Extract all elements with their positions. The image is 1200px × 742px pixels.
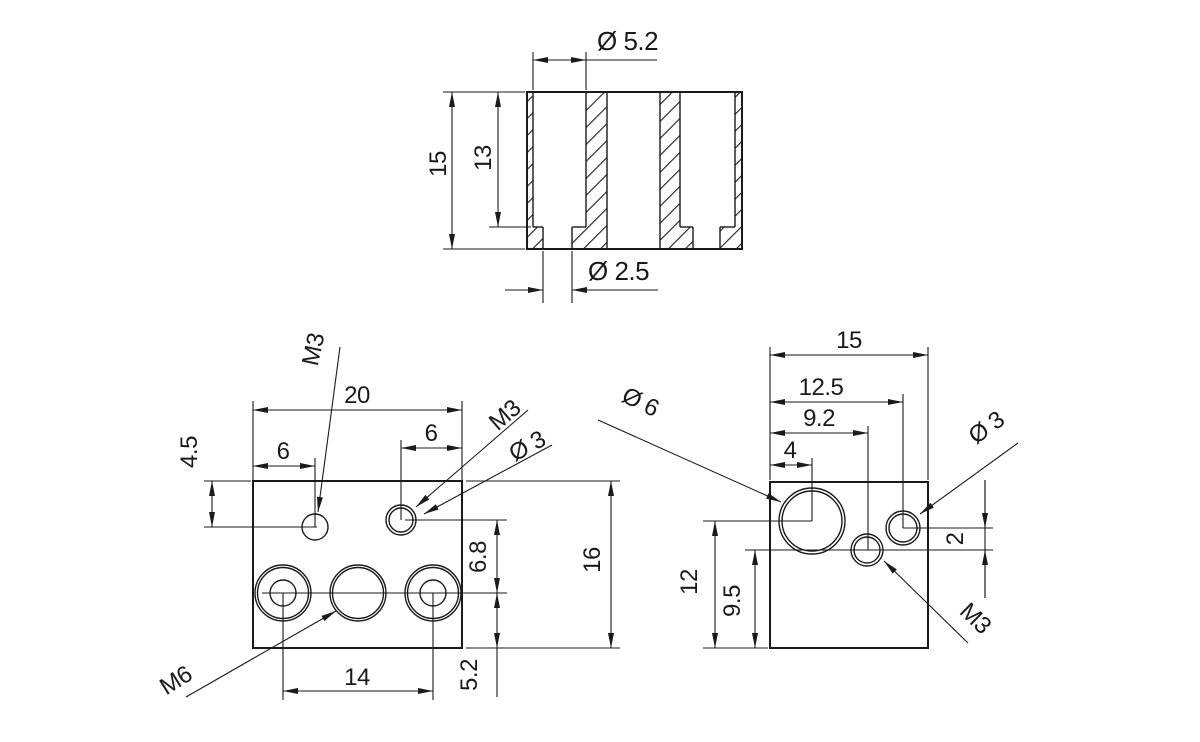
side-body	[769, 481, 929, 649]
section-extension-lines	[443, 52, 657, 303]
front-outline	[252, 480, 463, 649]
label-front-m3-left: M3	[297, 331, 330, 368]
dim-section-overall-height: 15	[425, 151, 452, 177]
dim-side-small-hole-offset: 12.5	[799, 374, 844, 401]
label-side-dia3: Ø 3	[964, 406, 1010, 450]
dim-front-top-hole-drop: 4.5	[176, 436, 203, 468]
side-outline	[769, 481, 929, 649]
dim-front-overall-width: 20	[344, 382, 370, 409]
dim-side-large-hole-height: 12	[676, 569, 703, 595]
hatch-left-wall	[527, 92, 543, 249]
front-dimensions: 20 6 6 4.5 M3 M3 Ø 3 6.8 16 5.2 14 M6	[155, 331, 620, 701]
hatch-mid-right-wall	[660, 92, 693, 249]
section-body	[526, 91, 743, 250]
front-dim-lines	[209, 407, 614, 694]
section-dimensions: Ø 5.2 15 13 Ø 2.5	[425, 26, 659, 303]
front-centerlines	[262, 440, 507, 700]
section-bore-lines	[532, 92, 736, 249]
dim-front-right-hole-offset: 6	[425, 420, 438, 447]
dim-front-row-gap: 6.8	[465, 541, 492, 573]
dim-front-overall-height: 16	[579, 547, 606, 573]
dim-section-through-hole: Ø 2.5	[588, 256, 649, 286]
dim-front-bottom-hole-pitch: 14	[344, 664, 370, 691]
section-outline	[526, 91, 743, 250]
front-extension-lines	[204, 401, 620, 697]
dim-side-m3-hole-offset: 9.2	[803, 405, 835, 432]
label-front-m3-right: M3	[484, 394, 526, 436]
side-dim-lines	[712, 352, 988, 648]
dim-front-bottom-row-height: 5.2	[456, 659, 483, 691]
side-view: 15 12.5 9.2 4 Ø 6 Ø 3 2 12 9.5 M3	[597, 327, 1019, 649]
side-dimensions: 15 12.5 9.2 4 Ø 6 Ø 3 2 12 9.5 M3	[597, 327, 1019, 649]
hatch-right-wall	[720, 92, 742, 249]
side-centerlines	[703, 394, 993, 551]
section-view: Ø 5.2 15 13 Ø 2.5	[425, 26, 743, 303]
dim-side-overall-depth: 15	[836, 327, 862, 354]
dim-side-m3-hole-height: 9.5	[719, 585, 746, 617]
dim-section-bore-diameter: Ø 5.2	[597, 26, 658, 56]
label-side-m3: M3	[954, 598, 996, 640]
label-front-dia3: Ø 3	[505, 426, 551, 468]
dim-front-left-hole-offset: 6	[277, 438, 290, 465]
front-view: 20 6 6 4.5 M3 M3 Ø 3 6.8 16 5.2 14 M6	[155, 331, 620, 701]
side-leader-lines	[597, 419, 1019, 644]
label-side-dia6: Ø 6	[618, 382, 663, 423]
dim-side-hole-gap: 2	[942, 532, 969, 545]
section-dim-lines	[449, 57, 658, 293]
hatch-mid-left-wall	[572, 92, 607, 249]
dim-side-large-hole-offset: 4	[784, 437, 797, 464]
front-body	[252, 480, 463, 649]
dim-section-bore-depth: 13	[470, 145, 497, 171]
front-leader-lines	[185, 346, 553, 698]
